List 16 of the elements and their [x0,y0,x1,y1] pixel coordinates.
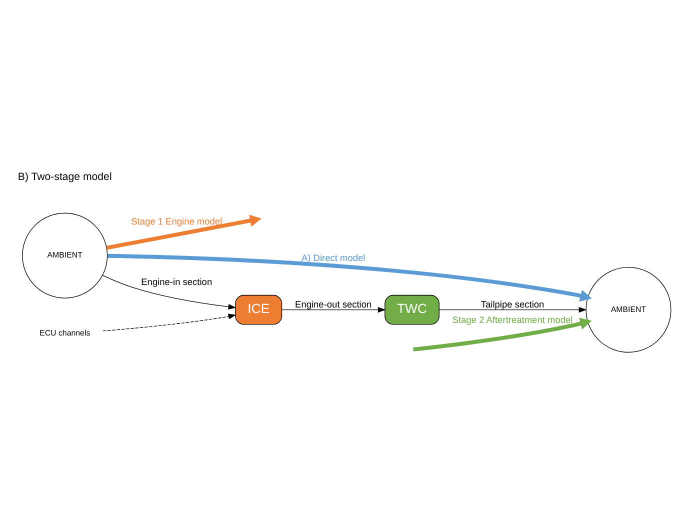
node-box: ICE [235,294,282,325]
edge-label: Engine-in section [141,276,212,287]
arrow [413,318,592,352]
arrow [438,307,587,313]
edge-label: Stage 1 Engine model [131,216,222,227]
arrow [282,307,386,313]
arrow [102,314,236,332]
arrow [107,254,592,302]
edge-label: Engine-out section [295,299,372,310]
node-box: TWC [384,294,440,325]
arrow [102,275,236,310]
edge-label: Tailpipe section [480,299,544,310]
edge-label: Stage 2 Aftertreatment model [452,315,573,326]
edge-label: A) Direct model [301,253,366,263]
arrow [106,214,262,250]
label: B) Two-stage model [18,171,112,184]
